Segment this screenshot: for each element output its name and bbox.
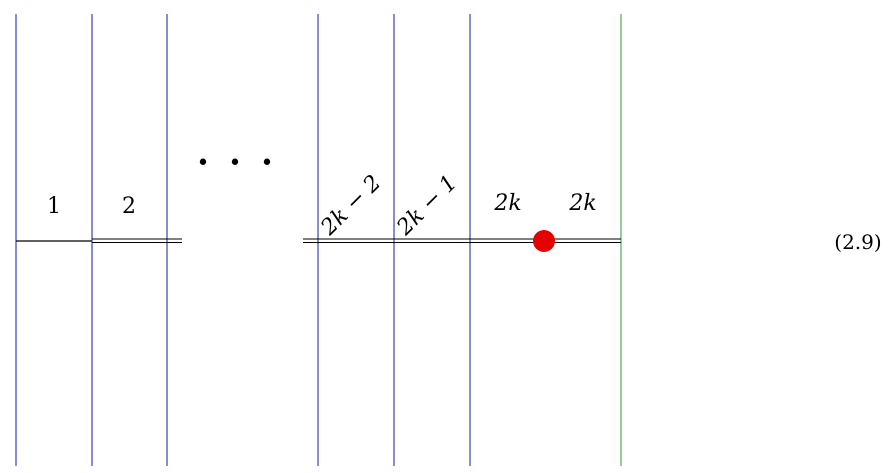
- region-label-1: 1: [47, 194, 61, 219]
- ellipsis: • • •: [197, 151, 280, 176]
- region-label-2k-minus-2: 2k − 2: [316, 170, 387, 241]
- region-label-2k-minus-1: 2k − 1: [392, 170, 463, 241]
- vertical-lines: [15, 14, 471, 466]
- equation-number: (2.9): [834, 230, 881, 254]
- region-label-2: 2: [122, 194, 136, 219]
- marker-dot: [533, 230, 555, 252]
- region-label-2k-a: 2k: [493, 191, 521, 216]
- region-label-2k-b: 2k: [568, 191, 596, 216]
- horizontal-lines: [16, 238, 621, 243]
